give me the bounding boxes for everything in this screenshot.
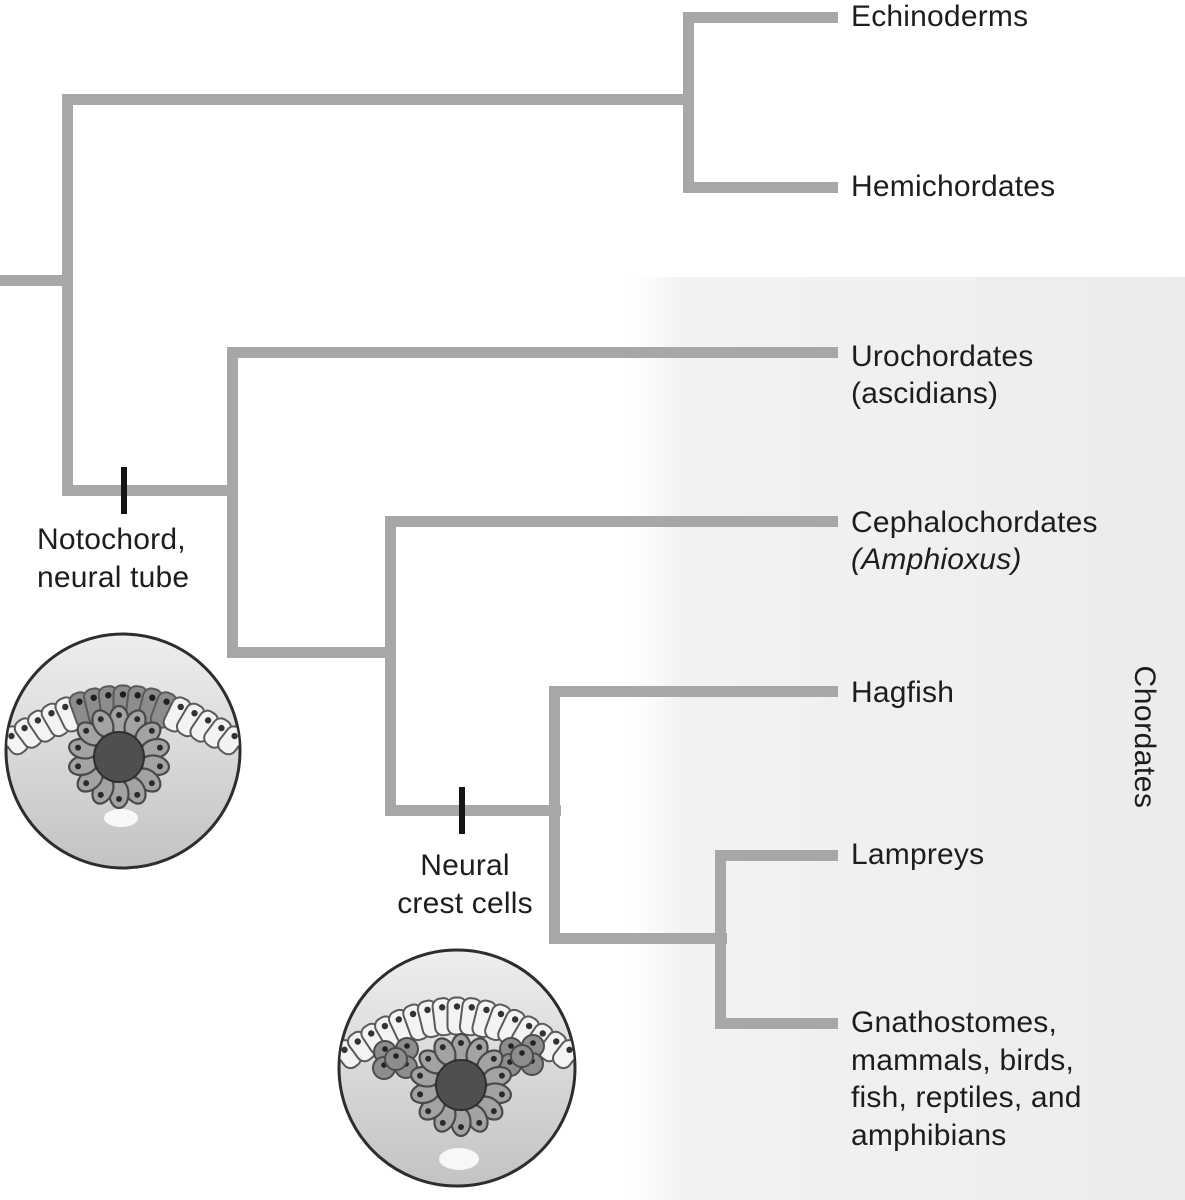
taxon-gnathostomes-line4: amphibians [851, 1118, 1007, 1152]
branch-v-ambulacraria [683, 12, 694, 193]
branch-urochordates [227, 347, 838, 358]
annotation-notochord-line1: Notochord, [37, 523, 186, 556]
label-echinoderms: Echinoderms [851, 0, 1028, 35]
branch-root [0, 275, 73, 286]
embryo-neural-crest-illustration [337, 948, 577, 1188]
branch-gnathostomes [715, 1018, 838, 1029]
branch-cephalochordates [385, 516, 838, 527]
notochord-tick-icon [121, 467, 127, 514]
chordates-panel [630, 277, 1185, 1200]
branch-hemichordates [683, 182, 838, 193]
taxon-cephalochordates: Cephalochordates [851, 506, 1098, 539]
taxon-urochordates: Urochordates [851, 340, 1034, 373]
branch-h-vertebrates [385, 805, 561, 816]
branch-h-cephalo-node [227, 647, 396, 658]
taxon-gnathostomes-line1: Gnathostomes, [851, 1006, 1058, 1039]
label-cephalochordates: Cephalochordates (Amphioxus) [851, 504, 1098, 578]
label-notochord-neural-tube: Notochord, neural tube [37, 521, 189, 597]
taxon-hagfish: Hagfish [851, 676, 955, 709]
chordates-clade-label: Chordates [1128, 665, 1161, 809]
branch-h-chordates [62, 485, 238, 496]
taxon-echinoderms: Echinoderms [851, 0, 1029, 33]
branch-v-chordates [227, 347, 238, 658]
embryo-neural-tube-illustration [4, 632, 242, 870]
taxon-cephalochordates-genus: (Amphioxus) [851, 543, 1022, 576]
branch-lampreys [715, 850, 838, 861]
branch-v-lamprey-node [715, 850, 726, 1029]
branch-hagfish [549, 686, 838, 697]
label-neural-crest-cells: Neural crest cells [375, 847, 555, 923]
branch-h-ambulacraria [62, 94, 694, 105]
neural-crest-tick-icon [459, 787, 465, 834]
label-urochordates: Urochordates (ascidians) [851, 338, 1034, 412]
annotation-neural-crest-line2: crest cells [397, 887, 533, 920]
taxon-gnathostomes-line3: fish, reptiles, and [851, 1081, 1082, 1114]
label-lampreys: Lampreys [851, 837, 984, 873]
taxon-gnathostomes-line2: mammals, birds, [851, 1043, 1075, 1077]
branch-v-deuterostome [62, 94, 73, 496]
branch-v-vertebrates [549, 686, 560, 944]
label-hemichordates: Hemichordates [851, 169, 1055, 205]
branch-h-lamprey-node [549, 933, 727, 944]
label-gnathostomes: Gnathostomes, mammals, birds, fish, rept… [851, 1004, 1082, 1154]
branch-v-cephalo-node [385, 516, 396, 816]
taxon-lampreys: Lampreys [851, 838, 985, 871]
annotation-notochord-line2: neural tube [37, 561, 190, 594]
taxon-hemichordates: Hemichordates [851, 170, 1056, 203]
label-hagfish: Hagfish [851, 675, 954, 711]
branch-echinoderms [683, 12, 838, 23]
annotation-neural-crest-line1: Neural [420, 849, 510, 882]
taxon-urochordates-common: (ascidians) [851, 377, 999, 410]
